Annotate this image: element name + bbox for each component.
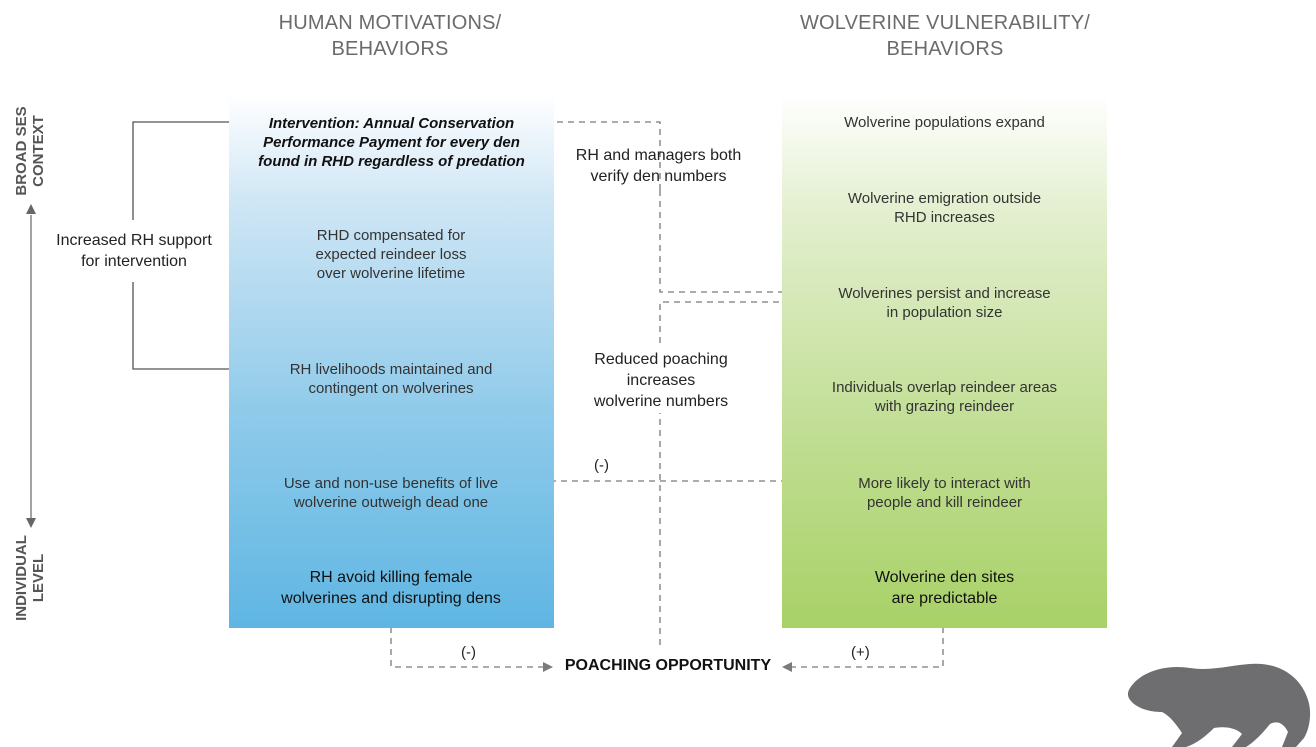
compensation-line-2: expected reindeer loss — [315, 246, 467, 263]
poaching-opportunity: POACHING OPPORTUNITY — [564, 657, 772, 674]
support-line-2: for intervention — [81, 253, 187, 270]
human-panel — [229, 95, 554, 628]
human-header-line-2: BEHAVIORS — [331, 38, 449, 60]
level-axis — [26, 204, 36, 528]
human-header-line-1: HUMAN MOTIVATIONS/ — [278, 12, 502, 34]
persist-line-2: in population size — [886, 304, 1003, 321]
livelihoods-node: RH livelihoods maintained and contingent… — [246, 360, 536, 398]
emigration-line-2: RHD increases — [894, 209, 995, 226]
human-column-header: HUMAN MOTIVATIONS/ BEHAVIORS — [240, 10, 540, 62]
reduced-poaching-label: Reduced poaching increases wolverine num… — [566, 349, 756, 412]
support-label: Increased RH support for intervention — [44, 230, 224, 272]
compensation-node: RHD compensated for expected reindeer lo… — [246, 226, 536, 283]
wolverine-header-line-2: BEHAVIORS — [886, 38, 1004, 60]
interaction-sign: (-) — [594, 457, 609, 474]
overlap-node: Individuals overlap reindeer areas with … — [792, 378, 1097, 416]
interact-line-1: More likely to interact with — [858, 475, 1031, 492]
avoid-killing-line-2: wolverines and disrupting dens — [281, 590, 501, 607]
verify-label: RH and managers both verify den numbers — [556, 145, 761, 187]
wolverine-column-header: WOLVERINE VULNERABILITY/ BEHAVIORS — [770, 10, 1120, 62]
den-sites-line-2: are predictable — [891, 590, 998, 607]
avoid-killing-node: RH avoid killing female wolverines and d… — [246, 567, 536, 609]
den-sites-line-1: Wolverine den sites — [874, 569, 1015, 586]
reduced-line-1: Reduced poaching — [594, 351, 728, 368]
wolverine-header-line-1: WOLVERINE VULNERABILITY/ — [799, 12, 1091, 34]
intervention-node: Intervention: Annual Conservation Perfor… — [236, 114, 547, 171]
reduced-line-2: increases — [626, 372, 696, 389]
benefits-node: Use and non-use benefits of live wolveri… — [246, 474, 536, 512]
overlap-line-2: with grazing reindeer — [874, 398, 1015, 415]
axis-label-broad: BROAD SES CONTEXT — [13, 101, 47, 201]
interact-line-2: people and kill reindeer — [866, 494, 1023, 511]
livelihoods-line-1: RH livelihoods maintained and — [289, 361, 493, 378]
reduced-line-3: wolverine numbers — [593, 393, 729, 410]
interact-node: More likely to interact with people and … — [792, 474, 1097, 512]
benefits-line-2: wolverine outweigh dead one — [293, 494, 489, 511]
axis-individual-line-2: LEVEL — [30, 553, 47, 603]
support-loop — [132, 117, 276, 370]
intervention-line-1: Intervention: Annual Conservation — [268, 115, 515, 132]
populations-expand-node: Wolverine populations expand — [792, 113, 1097, 132]
axis-label-individual: INDIVIDUAL LEVEL — [13, 528, 47, 628]
poaching-links — [390, 616, 944, 672]
axis-individual-line-1: INDIVIDUAL — [13, 535, 30, 621]
compensation-line-1: RHD compensated for — [316, 227, 466, 244]
wolverine-silhouette-icon — [1127, 663, 1311, 747]
verify-line-2: verify den numbers — [590, 168, 727, 185]
overlap-line-1: Individuals overlap reindeer areas — [831, 379, 1058, 396]
persist-node: Wolverines persist and increase in popul… — [792, 284, 1097, 322]
axis-broad-line-1: BROAD SES — [13, 106, 30, 196]
wolverine-poaching-sign: (+) — [851, 644, 870, 661]
emigration-node: Wolverine emigration outside RHD increas… — [792, 189, 1097, 227]
verify-line-1: RH and managers both — [575, 147, 742, 164]
intervention-line-3: found in RHD regardless of predation — [258, 153, 525, 170]
den-sites-node: Wolverine den sites are predictable — [792, 567, 1097, 609]
axis-broad-line-2: CONTEXT — [30, 115, 47, 187]
avoid-killing-line-1: RH avoid killing female — [309, 569, 473, 586]
persist-line-1: Wolverines persist and increase — [838, 285, 1051, 302]
populations-expand-line-1: Wolverine populations expand — [844, 114, 1045, 131]
benefits-line-1: Use and non-use benefits of live — [283, 475, 499, 492]
intervention-line-2: Performance Payment for every den — [263, 134, 520, 151]
verify-loop — [528, 117, 806, 293]
reduced-poaching-link — [659, 297, 824, 645]
support-line-1: Increased RH support — [56, 232, 212, 249]
emigration-line-1: Wolverine emigration outside — [847, 190, 1042, 207]
compensation-line-3: over wolverine lifetime — [316, 265, 466, 282]
wolverine-panel — [782, 95, 1107, 628]
livelihoods-line-2: contingent on wolverines — [308, 380, 474, 397]
human-poaching-sign: (-) — [461, 644, 476, 661]
